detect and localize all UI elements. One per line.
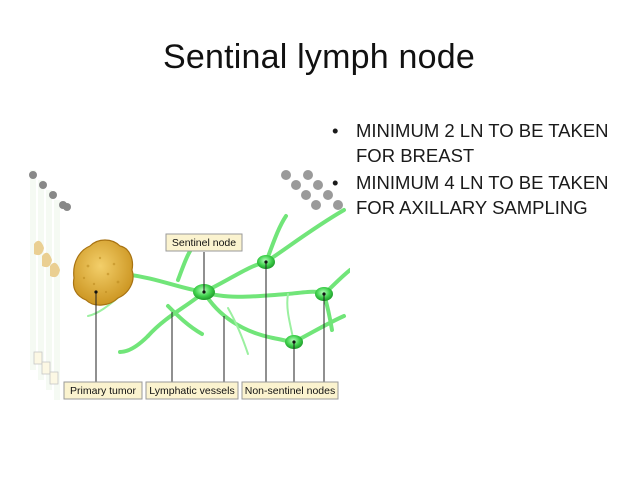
slide-title: Sentinal lymph node (163, 38, 475, 76)
bullet-text: MINIMUM 2 LN TO BE TAKEN FOR BREAST (356, 120, 609, 166)
bullet-list: • MINIMUM 2 LN TO BE TAKEN FOR BREAST • … (330, 118, 620, 222)
primary-tumor-shape (72, 239, 134, 306)
label-primary-tumor: Primary tumor (63, 381, 143, 400)
bullet-icon: • (332, 172, 339, 193)
ghost-nav-icons-right (281, 170, 343, 210)
label-lymphatic-vessels-text: Lymphatic vessels (149, 385, 234, 397)
lymphatic-vessels (102, 208, 350, 354)
diagram-svg: Sentinel node Primary tumor Lymphatic ve… (29, 170, 350, 400)
tumor-texture (82, 256, 120, 294)
bullet-text: MINIMUM 4 LN TO BE TAKEN FOR AXILLARY SA… (356, 172, 609, 218)
sentinel-node-diagram: Sentinel node Primary tumor Lymphatic ve… (28, 166, 350, 406)
label-non-sentinel-nodes-text: Non-sentinel nodes (245, 385, 335, 397)
label-primary-tumor-text: Primary tumor (70, 385, 136, 397)
bullet-item: • MINIMUM 4 LN TO BE TAKEN FOR AXILLARY … (330, 170, 620, 220)
stacked-slide-ghosts (30, 170, 60, 400)
leader-lines (95, 252, 325, 382)
leader-dots (94, 260, 326, 344)
bullet-item: • MINIMUM 2 LN TO BE TAKEN FOR BREAST (330, 118, 620, 168)
label-sentinel-node: Sentinel node (165, 233, 243, 252)
label-lymphatic-vessels: Lymphatic vessels (145, 381, 239, 400)
label-non-sentinel-nodes: Non-sentinel nodes (241, 381, 339, 400)
ghost-nav-icons-left (29, 171, 71, 211)
bullet-icon: • (332, 120, 339, 141)
label-sentinel-node-text: Sentinel node (172, 237, 236, 249)
